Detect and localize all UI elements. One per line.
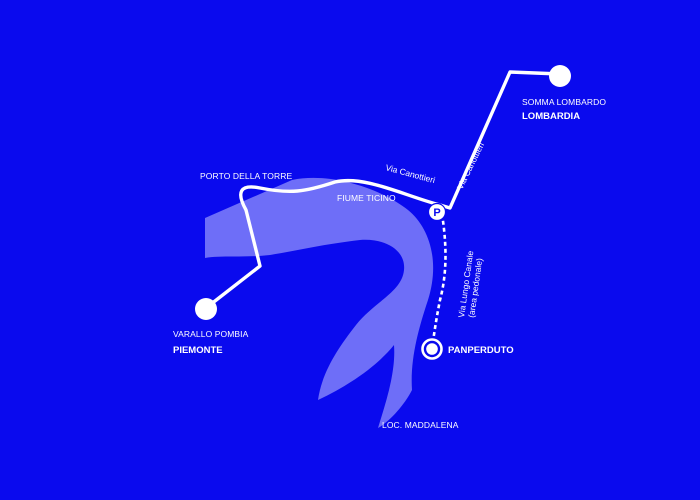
marker-panperduto-core [426,343,438,355]
parking-icon[interactable]: P [427,202,447,222]
label-fiume-ticino: FIUME TICINO [337,193,396,203]
river-ticino [205,177,434,428]
label-porto-della-torre: PORTO DELLA TORRE [200,171,292,181]
route-road [204,70,562,310]
marker-varallo-pombia[interactable] [195,298,217,320]
label-lombardia: LOMBARDIA [522,111,580,122]
route-pedestrian [430,213,447,349]
marker-somma-lombardo[interactable] [549,65,571,87]
parking-icon-letter: P [433,207,440,219]
label-loc-maddalena: LOC. MADDALENA [382,420,459,430]
label-varallo-pombia: VARALLO POMBIA [173,329,249,339]
label-somma-lombardo: SOMMA LOMBARDO [522,97,606,107]
label-panperduto: PANPERDUTO [448,345,514,356]
label-piemonte: PIEMONTE [173,345,223,356]
